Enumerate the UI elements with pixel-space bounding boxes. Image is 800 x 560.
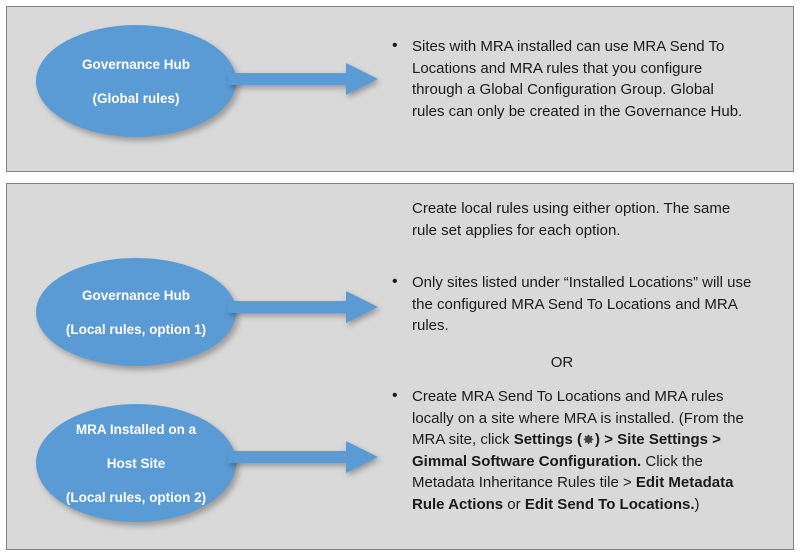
- bullet-option-1: Only sites listed under “Installed Locat…: [386, 271, 758, 337]
- intro-paragraph: Create local rules using either option. …: [412, 200, 731, 239]
- shape-label-line1: Governance Hub: [81, 287, 190, 303]
- opt2-seg2: >: [708, 431, 721, 448]
- shape-governance-hub-local-option-1: Governance Hub (Local rules, option 1): [36, 258, 236, 366]
- or-separator: OR: [412, 352, 712, 374]
- global-rules-text: Sites with MRA installed can use MRA Sen…: [386, 35, 746, 122]
- opt2-bold-edit-metadata: Edit Metadata Rule Actions: [412, 474, 734, 513]
- bullet-global-rules: Sites with MRA installed can use MRA Sen…: [386, 35, 746, 122]
- opt2-bold-site-settings: Site Settings: [617, 431, 708, 448]
- shape-label-line3: (Local rules, option 2): [65, 489, 207, 505]
- gear-icon: [582, 431, 595, 445]
- opt2-bold-edit-send-to: Edit Send To Locations.: [524, 495, 695, 513]
- shape-label-line2: Host Site: [106, 455, 166, 471]
- shape-mra-installed-host-site-option-2: MRA Installed on a Host Site (Local rule…: [36, 404, 236, 522]
- shape-label-line2: (Local rules, option 1): [65, 321, 207, 337]
- shape-label-line1: MRA Installed on a: [75, 421, 197, 437]
- opt2-seg1: Create MRA Send To Locations and MRA rul…: [412, 388, 744, 448]
- opt2-seg3: Click the Metadata Inheritance Rules til…: [412, 452, 703, 492]
- option-2-text: Create MRA Send To Locations and MRA rul…: [386, 385, 758, 515]
- opt2-seg4: or: [503, 495, 525, 513]
- option-1-text: Only sites listed under “Installed Locat…: [386, 271, 758, 337]
- local-rules-intro-text: Create local rules using either option. …: [412, 198, 757, 241]
- shape-label-line1: Governance Hub: [81, 56, 191, 72]
- opt2-bold-settings: Settings: [513, 431, 573, 448]
- arrow-right-icon: [228, 440, 378, 474]
- shape-label-line2: (Global rules): [92, 90, 180, 106]
- opt2-paren-open: (: [572, 431, 583, 448]
- opt2-bold-gimmal-config: Gimmal Software Configuration.: [412, 452, 642, 470]
- arrow-right-icon: [228, 290, 378, 324]
- bullet-option-2: Create MRA Send To Locations and MRA rul…: [386, 385, 758, 515]
- arrow-right-icon: [228, 62, 378, 96]
- opt2-paren-close: ) >: [595, 431, 618, 448]
- or-label: OR: [550, 354, 574, 371]
- opt2-seg5: ): [694, 495, 700, 513]
- shape-governance-hub-global: Governance Hub (Global rules): [36, 25, 236, 137]
